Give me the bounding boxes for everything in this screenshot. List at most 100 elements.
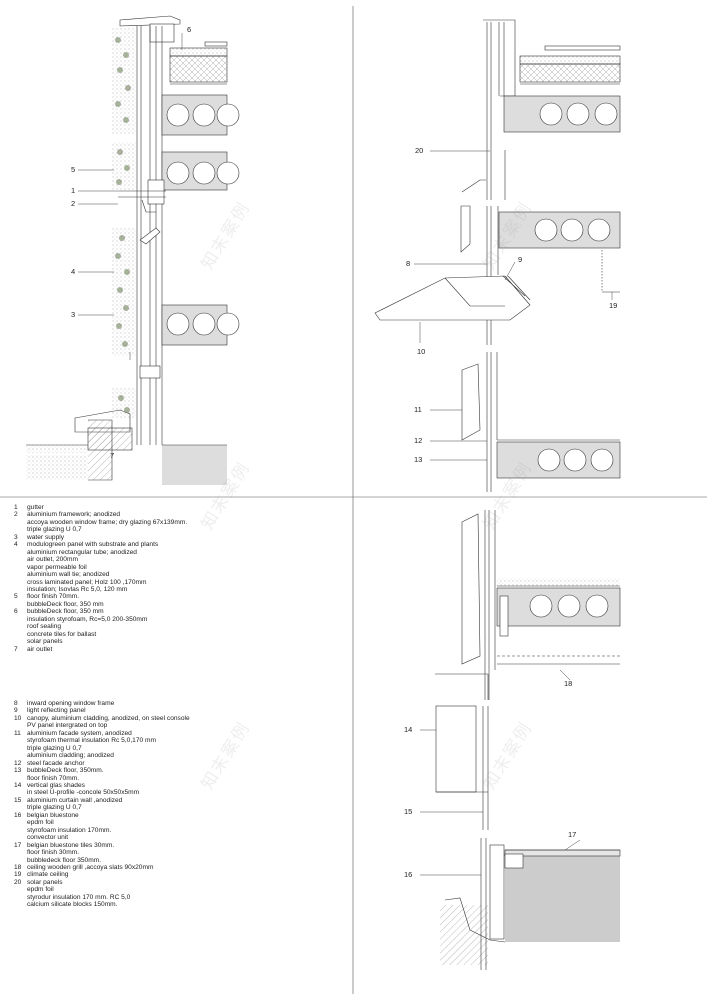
sheet-dividers <box>0 6 707 994</box>
callout-20: 20 <box>415 146 424 155</box>
legend-row: vapor permeable foil <box>14 564 187 571</box>
callout-18: 18 <box>564 679 573 688</box>
callout-19: 19 <box>609 301 618 310</box>
legend-row: concrete tiles for ballast <box>14 631 187 638</box>
legend-row: 18 ceiling wooden grill ,accoya slats 90x… <box>14 864 190 871</box>
legend-number <box>14 579 27 586</box>
legend-text: climate ceiling <box>27 871 69 879</box>
legend-text: triple glazing U 0,7 <box>27 526 82 534</box>
legend-row: PV panel intergrated on top <box>14 722 190 729</box>
legend-row: cross laminated panel; Holz 100 ,170mm <box>14 579 187 586</box>
callout-5: 5 <box>71 165 76 174</box>
legend-number <box>14 737 27 744</box>
legend-text: ceiling wooden grill ,accoya slats 90x20… <box>27 863 154 871</box>
legend-row: 15 aluminium curtain wall ,anodized <box>14 797 190 804</box>
legend-text: styrofoam thermal insulation Rc 5,0,170 … <box>27 737 156 745</box>
legend-number: 7 <box>14 645 18 653</box>
legend-row: insulation styrofoam, Rc=5,0 200-350mm <box>14 616 187 623</box>
legend-text: PV panel intergrated on top <box>27 722 108 730</box>
legend-number <box>14 849 27 856</box>
legend-number: 2 <box>14 511 18 519</box>
leader-lines-right-top <box>414 150 613 461</box>
legend-text: aluminium framework; anodized <box>27 511 121 519</box>
legend-text: roof sealing <box>27 623 62 631</box>
legend-row: floor finish 30mm. <box>14 849 190 856</box>
legend-row: air outlet, 200mm <box>14 556 187 563</box>
legend-text: water supply <box>27 533 65 541</box>
legend-number <box>14 623 27 630</box>
callout-2: 2 <box>71 199 76 208</box>
legend-text: bubbleDeck floor, 350 mm <box>27 600 104 608</box>
legend-number: 18 <box>14 863 22 871</box>
legend-text: aluminium facade system, anodized <box>27 729 132 737</box>
legend-text: accoya wooden window frame; dry glazing … <box>27 518 188 526</box>
legend-number: 16 <box>14 811 22 819</box>
legend-text: bubbledeck floor 350mm. <box>27 856 102 864</box>
callout-1: 1 <box>71 186 76 195</box>
legend-number: 1 <box>14 504 18 511</box>
legend-row: bubbleDeck floor, 350 mm <box>14 601 187 608</box>
callout-4: 4 <box>71 267 76 276</box>
legend-row: styrofoam insulation 170mm. <box>14 827 190 834</box>
legend-number: 15 <box>14 796 22 804</box>
legend-text: floor finish 70mm. <box>27 774 80 782</box>
legend-text: belgian bluestone tiles 30mm. <box>27 841 115 849</box>
legend-row: styrodur insulation 170 mm. RC 5,0 <box>14 894 190 901</box>
legend-number <box>14 631 27 638</box>
section-green-facade <box>26 15 240 485</box>
legend-row: aluminium wall tie; anodized <box>14 571 187 578</box>
legend-text: aluminium rectangular tube; anodized <box>27 548 137 556</box>
legend-number <box>14 834 27 841</box>
legend-row: solar panels <box>14 638 187 645</box>
legend-number: 10 <box>14 714 22 722</box>
legend-row: aluminium rectangular tube; anodized <box>14 549 187 556</box>
legend-row: aluminium cladding; anodized <box>14 752 190 759</box>
legend-text: triple glazing U 0,7 <box>27 804 82 812</box>
legend-number <box>14 616 27 623</box>
legend-row: calcium silicate blocks 150mm. <box>14 901 190 908</box>
legend-number <box>14 601 27 608</box>
callout-12: 12 <box>414 436 423 445</box>
legend-text: aluminium curtain wall ,anodized <box>27 796 123 804</box>
legend-text: aluminium wall tie; anodized <box>27 571 110 579</box>
legend-row: 16 belgian bluestone <box>14 812 190 819</box>
legend-number <box>14 638 27 645</box>
legend-text: styrodur insulation 170 mm. RC 5,0 <box>27 893 131 901</box>
legend-text: insulation styrofoam, Rc=5,0 200-350mm <box>27 615 148 623</box>
callout-15: 15 <box>404 807 413 816</box>
legend-number: 6 <box>14 608 18 616</box>
legend-text: belgian bluestone <box>27 811 79 819</box>
legend-text: cross laminated panel; Holz 100 ,170mm <box>27 578 147 586</box>
legend-text: epdm foil <box>27 819 54 827</box>
legend-row: styrofoam thermal insulation Rc 5,0,170 … <box>14 737 190 744</box>
legend-number: 13 <box>14 767 22 775</box>
legend-text: inward opening window frame <box>27 700 115 707</box>
legend-number <box>14 901 27 908</box>
legend-number: 20 <box>14 878 22 886</box>
legend-number: 11 <box>14 729 21 737</box>
legend-text: epdm foil <box>27 886 54 894</box>
legend-row: roof sealing <box>14 623 187 630</box>
callout-6: 6 <box>187 25 192 34</box>
callout-10: 10 <box>417 347 426 356</box>
legend-text: floor finish 70mm. <box>27 593 80 601</box>
legend-row: accoya wooden window frame; dry glazing … <box>14 519 187 526</box>
callout-13: 13 <box>414 455 423 464</box>
legend-number: 5 <box>14 593 18 601</box>
legend-number: 14 <box>14 781 22 789</box>
legend-number <box>14 526 27 533</box>
legend-number <box>14 894 27 901</box>
legend-number: 8 <box>14 700 18 707</box>
legend-number <box>14 519 27 526</box>
legend-text: aluminium cladding; anodized <box>27 752 114 760</box>
callout-14: 14 <box>404 725 413 734</box>
